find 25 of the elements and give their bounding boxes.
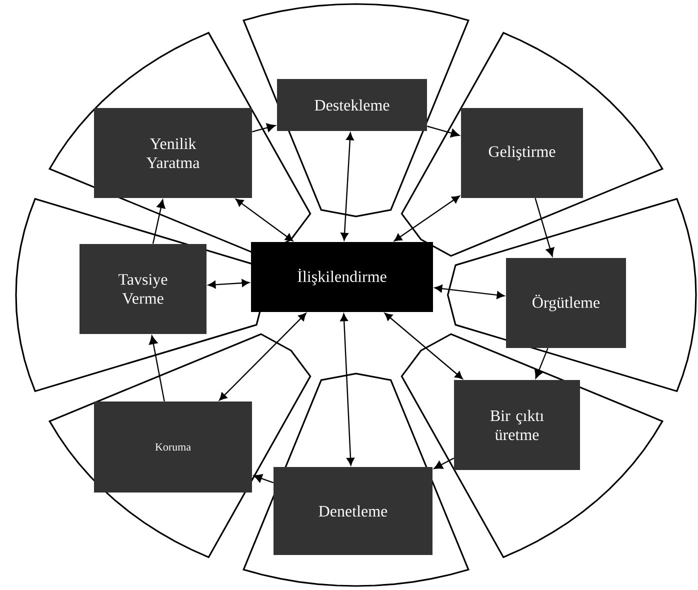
arrow bbox=[340, 314, 354, 466]
arrow bbox=[152, 199, 166, 244]
arrow bbox=[394, 196, 460, 242]
arrow bbox=[384, 312, 463, 380]
process-box: Destekleme bbox=[277, 79, 427, 131]
arrow bbox=[208, 279, 250, 289]
arrow bbox=[252, 123, 276, 132]
process-box: Tavsiye Verme bbox=[80, 244, 206, 334]
arrow bbox=[534, 198, 554, 257]
arrow bbox=[340, 132, 354, 240]
arrow bbox=[235, 198, 294, 242]
process-box: Geliştirme bbox=[461, 108, 583, 198]
process-box: Bir çıktı üretme bbox=[454, 380, 580, 470]
centre-box: İlişkilendirme bbox=[251, 242, 433, 312]
process-box: Koruma bbox=[94, 402, 252, 492]
arrow bbox=[434, 458, 454, 469]
arrow bbox=[427, 126, 460, 138]
process-box: Denetleme bbox=[274, 467, 432, 555]
process-box: Örgütleme bbox=[506, 258, 626, 348]
arrow bbox=[434, 284, 505, 299]
arrow bbox=[219, 312, 306, 401]
arrow bbox=[534, 348, 548, 379]
arrow bbox=[149, 335, 165, 402]
arrow bbox=[253, 474, 274, 484]
process-box: Yenilik Yaratma bbox=[94, 108, 252, 198]
